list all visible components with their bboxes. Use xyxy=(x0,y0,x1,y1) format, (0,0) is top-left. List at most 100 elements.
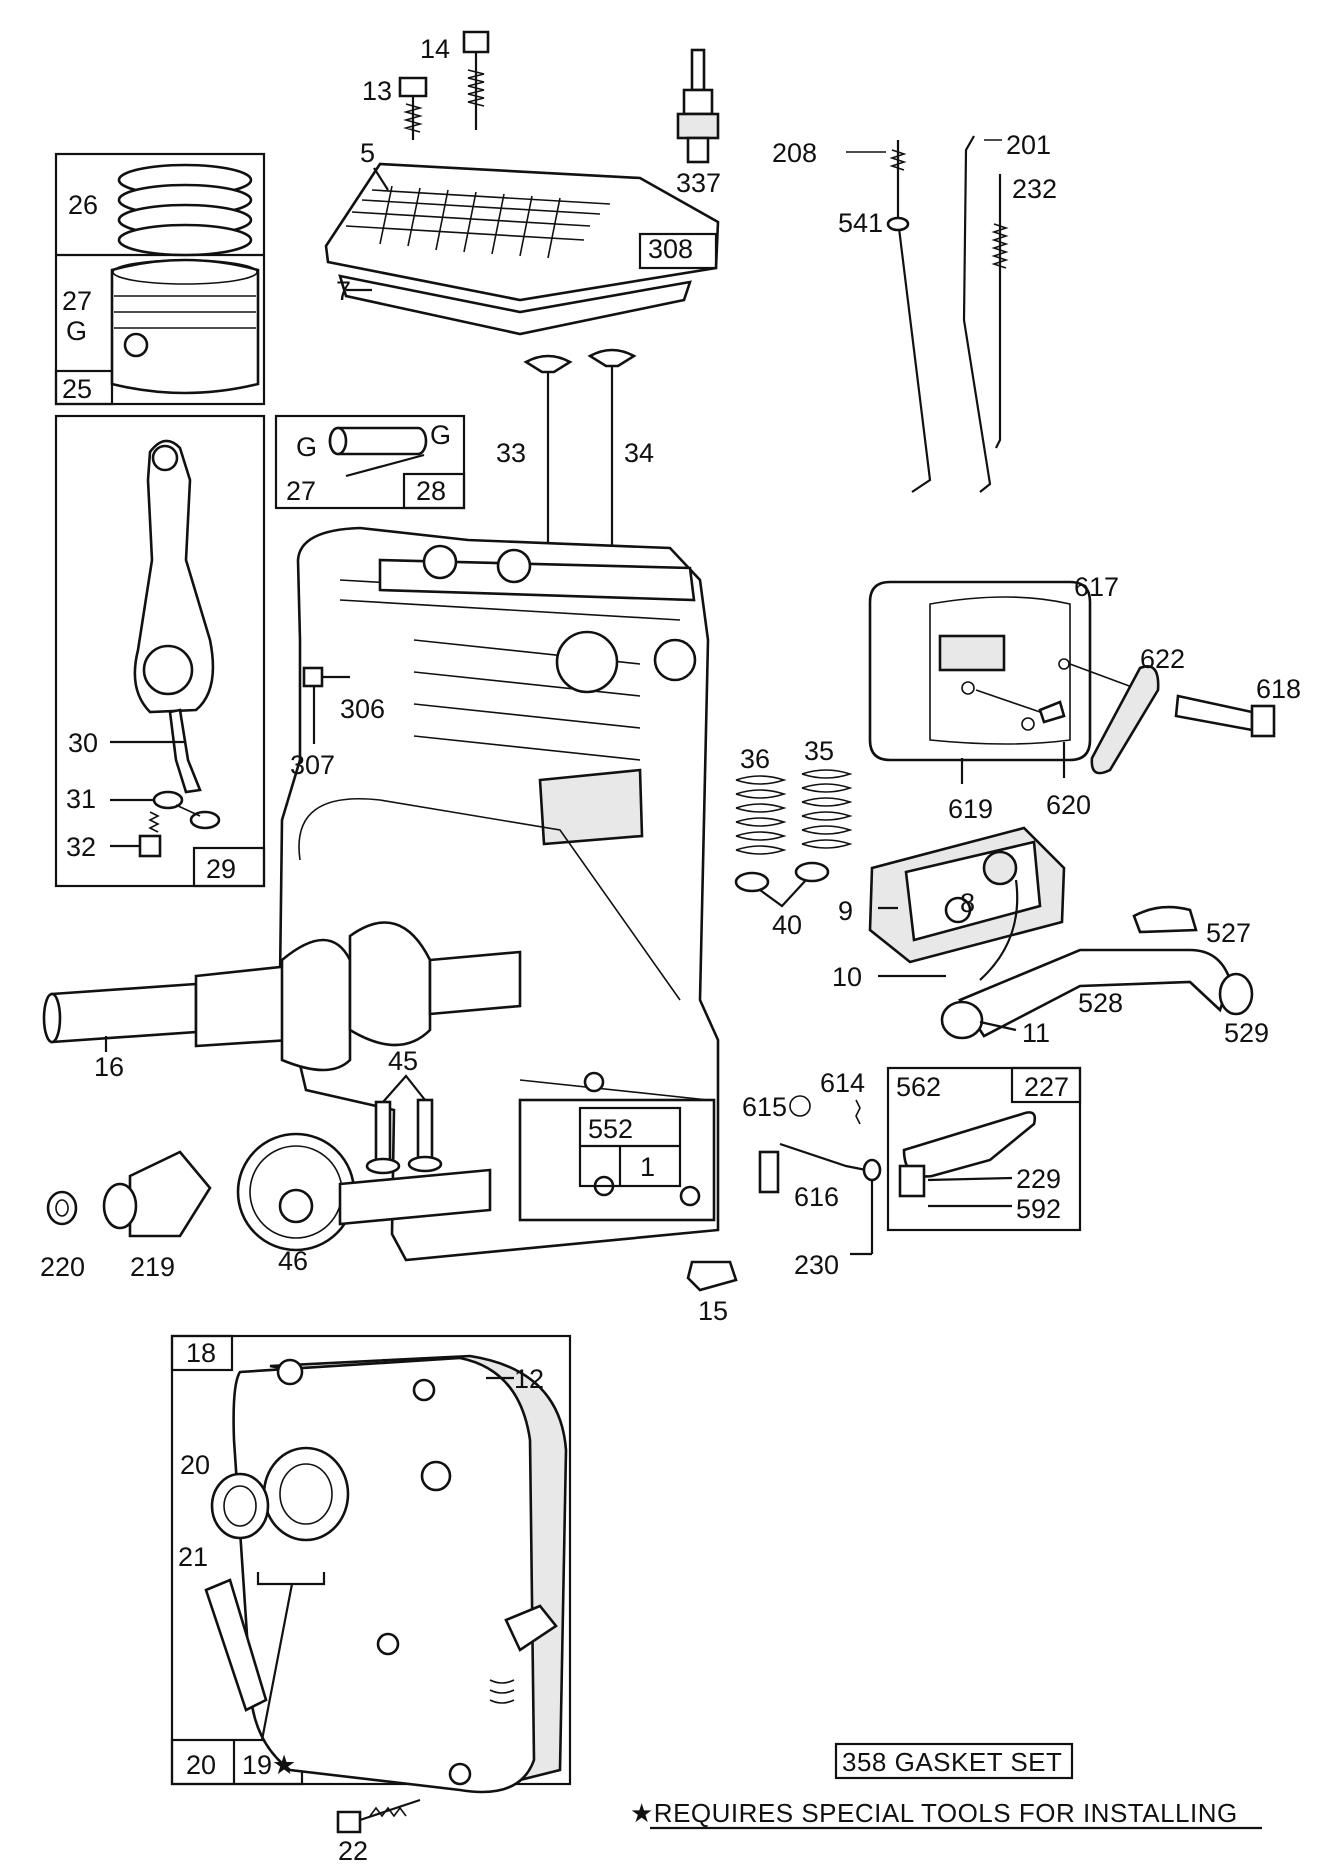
notes-group: 358 GASKET SET ★REQUIRES SPECIAL TOOLS F… xyxy=(630,1742,1262,1830)
label-27: 27 xyxy=(62,286,92,316)
part-28-box xyxy=(402,472,466,510)
gasket-set-note: 358 GASKET SET xyxy=(842,1747,1062,1777)
label-617: 617 xyxy=(1074,572,1119,602)
label-528: 528 xyxy=(1078,988,1123,1018)
label-527: 527 xyxy=(1206,918,1251,948)
label-15: 15 xyxy=(698,1296,728,1326)
clip-glyph-2: G xyxy=(296,432,317,462)
label-21: 21 xyxy=(178,1542,208,1572)
label-615: 615 xyxy=(742,1092,787,1122)
special-tools-note: ★REQUIRES SPECIAL TOOLS FOR INSTALLING xyxy=(630,1798,1238,1828)
head-bolts xyxy=(398,30,490,140)
label-337: 337 xyxy=(676,168,721,198)
cylinder-block-group: 552 1 306 307 xyxy=(278,526,720,1262)
label-34: 34 xyxy=(624,438,654,468)
clip-glyph-3: G xyxy=(430,420,451,450)
label-307: 307 xyxy=(290,750,335,780)
label-40: 40 xyxy=(772,910,802,940)
label-35: 35 xyxy=(804,736,834,766)
piston-ring-group: 26 27 G 25 xyxy=(54,152,266,406)
label-27-pin: 27 xyxy=(286,476,316,506)
label-31: 31 xyxy=(66,784,96,814)
valve-springs-group: 36 35 40 xyxy=(734,736,853,940)
label-306: 306 xyxy=(340,694,385,724)
label-308: 308 xyxy=(648,234,693,264)
label-227: 227 xyxy=(1024,1072,1069,1102)
muffler-group: 617 622 618 619 620 xyxy=(868,572,1301,824)
sump-box xyxy=(170,1334,572,1786)
label-13: 13 xyxy=(362,76,392,106)
label-20: 20 xyxy=(180,1450,210,1480)
label-616: 616 xyxy=(794,1182,839,1212)
label-8: 8 xyxy=(960,888,975,918)
label-22: 22 xyxy=(338,1836,368,1866)
label-9: 9 xyxy=(838,896,853,926)
label-36: 36 xyxy=(740,744,770,774)
label-30: 30 xyxy=(68,728,98,758)
spark-plug-drawing xyxy=(676,48,720,164)
label-20-box: 20 xyxy=(186,1750,216,1780)
label-1: 1 xyxy=(640,1152,655,1182)
part-227-label-box xyxy=(1010,1066,1082,1104)
piston-drawing xyxy=(110,258,260,395)
label-33: 33 xyxy=(496,438,526,468)
label-45: 45 xyxy=(388,1046,418,1076)
piston-box xyxy=(54,152,266,406)
label-18: 18 xyxy=(186,1338,216,1368)
gasket-set-box xyxy=(834,1742,1074,1780)
label-32: 32 xyxy=(66,832,96,862)
valves-group: 33 34 xyxy=(496,348,654,566)
wrist-pin-group: G G 27 28 xyxy=(274,414,466,510)
label-11: 11 xyxy=(1022,1018,1050,1048)
connecting-rod-group: 30 31 32 29 xyxy=(54,414,266,888)
label-529: 529 xyxy=(1224,1018,1269,1048)
label-7: 7 xyxy=(336,276,351,306)
label-219: 219 xyxy=(130,1252,175,1282)
part-25-box xyxy=(54,369,114,406)
label-26: 26 xyxy=(68,190,98,220)
wrist-pin-box xyxy=(274,414,466,510)
piston-rings-drawing xyxy=(117,163,253,257)
label-208: 208 xyxy=(772,138,817,168)
label-14: 14 xyxy=(420,34,450,64)
label-562: 562 xyxy=(896,1072,941,1102)
label-229: 229 xyxy=(1016,1164,1061,1194)
part-29-box xyxy=(192,846,266,888)
label-220: 220 xyxy=(40,1252,85,1282)
cylinder-head-group: 13 14 337 5 308 7 xyxy=(324,30,721,336)
label-12: 12 xyxy=(514,1364,544,1394)
drain-plug: 15 xyxy=(686,1260,738,1326)
label-29: 29 xyxy=(206,854,236,884)
part-18-box xyxy=(170,1334,234,1372)
label-230: 230 xyxy=(794,1250,839,1280)
label-618: 618 xyxy=(1256,674,1301,704)
label-10: 10 xyxy=(832,962,862,992)
label-46: 46 xyxy=(278,1246,308,1276)
label-25: 25 xyxy=(62,374,92,404)
label-19: 19★ xyxy=(242,1750,296,1780)
rod-box xyxy=(54,414,266,888)
governor-gear-group: 220 219 xyxy=(40,1150,212,1282)
label-16: 16 xyxy=(94,1052,124,1082)
head-gasket-drawing xyxy=(338,274,692,336)
label-552: 552 xyxy=(588,1114,633,1144)
governor-links-group: 208 201 232 541 xyxy=(772,130,1057,493)
connecting-rod-drawing xyxy=(133,439,215,714)
label-541: 541 xyxy=(838,208,883,238)
clip-glyph: G xyxy=(66,316,87,346)
sump-cover-drawing xyxy=(232,1356,536,1794)
label-232: 232 xyxy=(1012,174,1057,204)
camshaft-group: 45 46 xyxy=(236,1046,492,1276)
label-592: 592 xyxy=(1016,1194,1061,1224)
breather-group: 8 9 10 11 527 528 529 xyxy=(832,826,1269,1048)
label-201: 201 xyxy=(1006,130,1051,160)
label-620: 620 xyxy=(1046,790,1091,820)
label-5: 5 xyxy=(360,138,375,168)
label-614: 614 xyxy=(820,1068,865,1098)
sump-cover-group: 18 12 20 21 20 19★ 22 xyxy=(170,1334,572,1866)
label-619: 619 xyxy=(948,794,993,824)
part-227-box xyxy=(886,1066,1082,1232)
governor-lever-group: 615 614 616 230 562 227 229 592 xyxy=(742,1066,1082,1280)
part-308-box xyxy=(638,232,718,270)
